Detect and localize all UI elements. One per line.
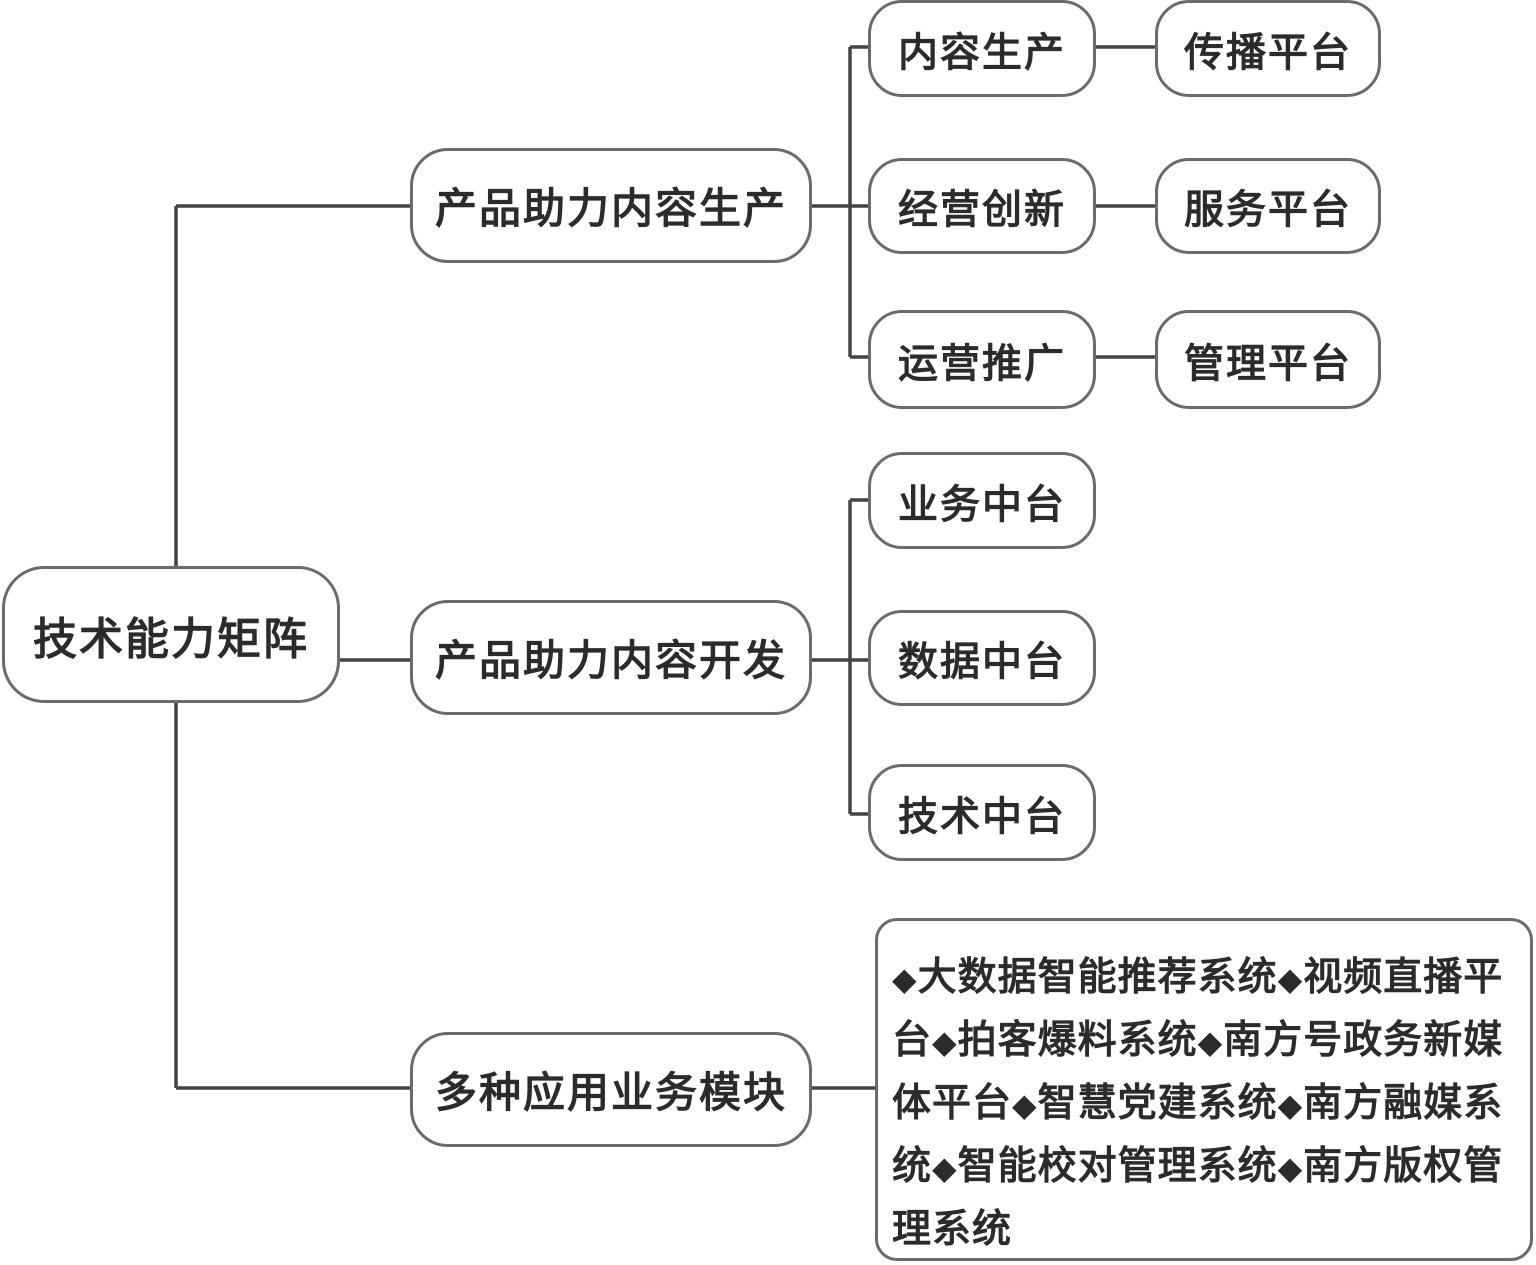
root-node: 技术能力矩阵 — [2, 566, 340, 703]
module-item: ◆视频直播平台 — [892, 954, 1504, 1063]
branch-content-development: 产品助力内容开发 — [410, 600, 812, 715]
node-operations-promotion: 运营推广 — [868, 310, 1096, 409]
business-modules-list: ◆大数据智能推荐系统◆视频直播平台◆拍客爆料系统◆南方号政务新媒体平台◆智慧党建… — [875, 918, 1533, 1261]
diamond-bullet-icon: ◆ — [1012, 1086, 1038, 1124]
module-item: ◆大数据智能推荐系统 — [892, 954, 1278, 1000]
connector-branch-1-bus — [810, 45, 870, 359]
node-service-platform: 服务平台 — [1155, 158, 1381, 254]
diamond-bullet-icon: ◆ — [1277, 1149, 1304, 1187]
node-business-middle-platform: 业务中台 — [868, 452, 1096, 549]
diamond-bullet-icon: ◆ — [892, 960, 918, 998]
diamond-bullet-icon: ◆ — [1277, 960, 1304, 998]
module-item: ◆智能校对管理系统 — [932, 1143, 1278, 1189]
node-business-innovation: 经营创新 — [868, 158, 1096, 254]
node-tech-middle-platform: 技术中台 — [868, 764, 1096, 861]
node-management-platform: 管理平台 — [1155, 310, 1381, 409]
module-item: ◆南方号政务新媒体平台 — [892, 1017, 1504, 1126]
branch-business-modules: 多种应用业务模块 — [410, 1032, 812, 1147]
diamond-bullet-icon: ◆ — [1277, 1086, 1304, 1124]
diamond-bullet-icon: ◆ — [932, 1149, 958, 1187]
node-content-production: 内容生产 — [868, 0, 1096, 97]
connector-branch-2-bus — [810, 498, 870, 816]
node-data-middle-platform: 数据中台 — [868, 610, 1096, 706]
diamond-bullet-icon: ◆ — [932, 1023, 958, 1061]
module-item: ◆拍客爆料系统 — [932, 1017, 1198, 1063]
module-item: ◆南方融媒系统 — [892, 1080, 1504, 1189]
branch-content-production: 产品助力内容生产 — [410, 148, 812, 263]
module-item: ◆南方版权管理系统 — [892, 1143, 1504, 1252]
module-item: ◆智慧党建系统 — [1012, 1080, 1278, 1126]
diamond-bullet-icon: ◆ — [1197, 1023, 1224, 1061]
node-dissemination-platform: 传播平台 — [1155, 0, 1381, 97]
